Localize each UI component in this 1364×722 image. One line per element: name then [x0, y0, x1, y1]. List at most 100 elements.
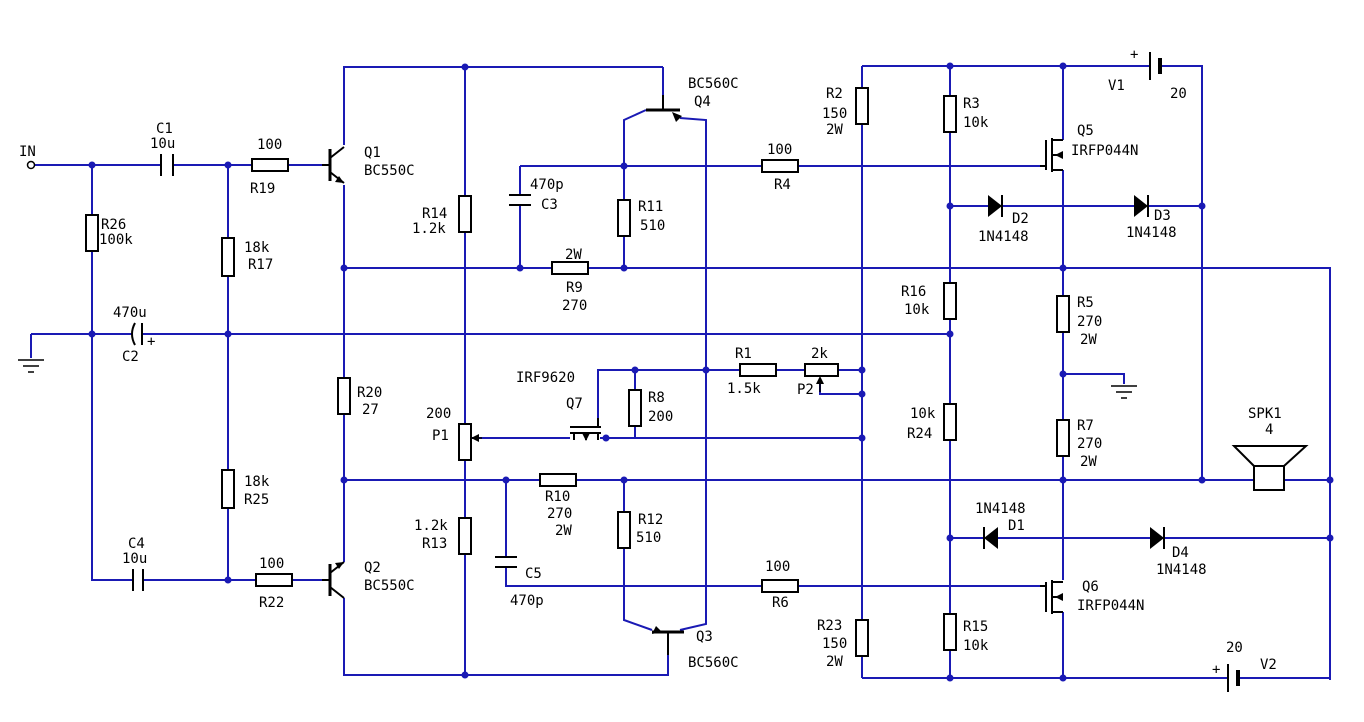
label-r5-value: 270 [1077, 314, 1102, 330]
label-r23-value: 150 [822, 636, 847, 652]
label-r7-value: 270 [1077, 436, 1102, 452]
junction-dot [946, 330, 954, 338]
resistor-r1 [739, 363, 777, 377]
label-spk1-name: SPK1 [1248, 406, 1282, 422]
junction-dot [1198, 202, 1206, 210]
junction-dot [1059, 674, 1067, 682]
label-r4-value: 100 [767, 142, 792, 158]
junction-dot [858, 434, 866, 442]
resistor-r25 [221, 469, 235, 509]
label-r10-value: 270 [547, 506, 572, 522]
label-v2-plus: + [1212, 662, 1220, 678]
label-r23-power: 2W [826, 654, 843, 670]
mosfet-q5 [1040, 138, 1063, 172]
label-q5-name: Q5 [1077, 123, 1094, 139]
label-in: IN [19, 144, 36, 160]
label-q4-part: BC560C [688, 76, 739, 92]
label-r20-value: 27 [362, 402, 379, 418]
label-q2-name: Q2 [364, 560, 381, 576]
label-q3-part: BC560C [688, 655, 739, 671]
junction-dot [631, 366, 639, 374]
label-q4-name: Q4 [694, 94, 711, 110]
speaker-spk1 [1231, 445, 1309, 491]
label-c1-value: 10u [150, 136, 175, 152]
label-q6-part: IRFP044N [1077, 598, 1144, 614]
label-r19-value: 100 [257, 137, 282, 153]
junction-dot [516, 264, 524, 272]
junction-dot [1059, 264, 1067, 272]
label-d1-name: D1 [1008, 518, 1025, 534]
label-r26-value: 100k [99, 232, 133, 248]
labels: IN C1 10u 100 R19 Q1 BC550C R26 100k 18k… [19, 47, 1282, 678]
potentiometer-p1 [458, 423, 482, 461]
label-r9-power: 2W [565, 247, 582, 263]
junction-dot [946, 674, 954, 682]
label-q1-name: Q1 [364, 145, 381, 161]
resistor-r7 [1056, 419, 1070, 457]
label-c3-name: C3 [541, 197, 558, 213]
junction-dot [702, 366, 710, 374]
label-c4-value: 10u [122, 551, 147, 567]
label-r17-value: 18k [244, 240, 270, 256]
label-r3-value: 10k [963, 115, 989, 131]
junction-dot [461, 671, 469, 679]
label-r6-name: R6 [772, 595, 789, 611]
resistor-r6 [761, 579, 799, 593]
resistor-r22 [255, 573, 293, 587]
resistor-r2 [855, 87, 869, 125]
resistor-r20 [337, 377, 351, 415]
ground-symbol [1111, 385, 1137, 399]
label-r22-name: R22 [259, 595, 284, 611]
junction-dot [88, 161, 96, 169]
junction-dot [1059, 476, 1067, 484]
label-p1-name: P1 [432, 428, 449, 444]
label-r25-name: R25 [244, 492, 269, 508]
junction-dot [1059, 62, 1067, 70]
junction-dot [1326, 476, 1334, 484]
label-c2-value: 470u [113, 305, 147, 321]
label-q7-name: Q7 [566, 396, 583, 412]
label-r19-name: R19 [250, 181, 275, 197]
resistor-r16 [943, 282, 957, 320]
junction-dot [340, 476, 348, 484]
label-c3-value: 470p [530, 177, 564, 193]
transistor-q4 [646, 95, 682, 122]
capacitor-c3 [509, 194, 531, 206]
transistor-q3 [652, 626, 684, 655]
junction-dot [224, 576, 232, 584]
label-r17-name: R17 [248, 257, 273, 273]
resistor-r17 [221, 237, 235, 277]
label-r6-value: 100 [765, 559, 790, 575]
label-r1-name: R1 [735, 346, 752, 362]
label-r14-value: 1.2k [412, 221, 446, 237]
capacitor-c1 [160, 154, 174, 176]
label-r15-name: R15 [963, 619, 988, 635]
junctions [88, 62, 1334, 682]
label-r5-power: 2W [1080, 332, 1097, 348]
label-r16-value: 10k [904, 302, 930, 318]
label-d4-name: D4 [1172, 545, 1189, 561]
diode-d2 [988, 195, 1003, 217]
junction-dot [340, 264, 348, 272]
label-spk1-value: 4 [1265, 422, 1273, 438]
junction-dot [620, 476, 628, 484]
wire-q1-top [343, 66, 663, 145]
label-c2-plus: + [147, 334, 155, 350]
label-p1-value: 200 [426, 406, 451, 422]
junction-dot [620, 162, 628, 170]
label-c5-name: C5 [525, 566, 542, 582]
label-q2-part: BC550C [364, 578, 415, 594]
label-c1-name: C1 [156, 121, 173, 137]
resistor-r14 [458, 195, 472, 233]
junction-dot [858, 390, 866, 398]
label-c5-value: 470p [510, 593, 544, 609]
label-r11-name: R11 [638, 199, 663, 215]
label-r20-name: R20 [357, 385, 382, 401]
label-q3-name: Q3 [696, 629, 713, 645]
potentiometer-p2 [804, 363, 839, 392]
label-r14-name: R14 [422, 206, 447, 222]
battery-v1 [1149, 52, 1162, 80]
junction-dot [461, 63, 469, 71]
label-p2-value: 2k [811, 346, 828, 362]
junction-dot [946, 534, 954, 542]
